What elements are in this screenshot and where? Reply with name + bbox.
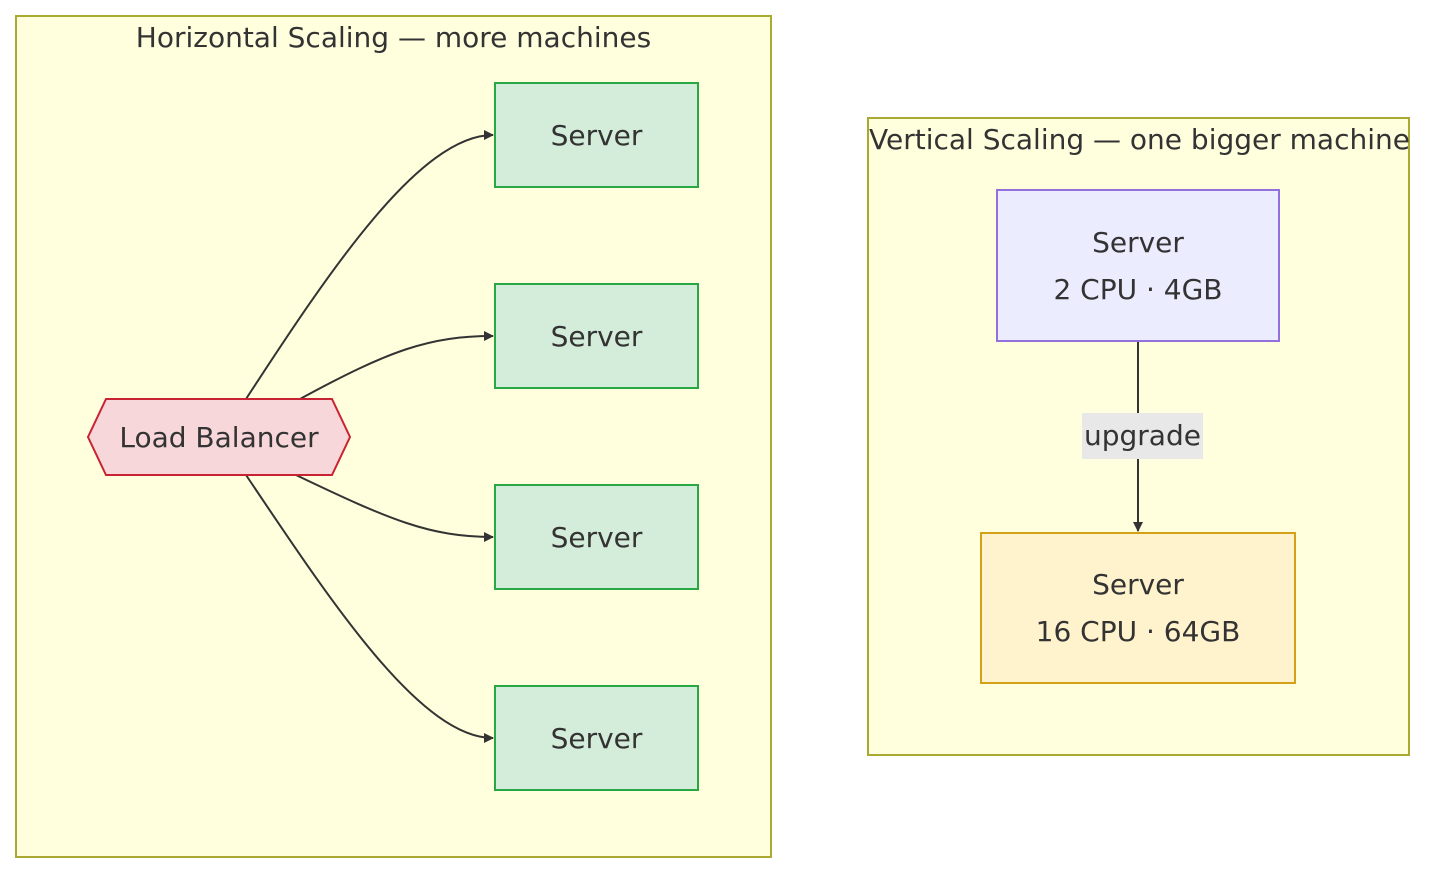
- server-node-4: Server: [494, 685, 699, 791]
- server-label: Server: [550, 721, 643, 755]
- hexagon-shape: [87, 398, 351, 476]
- big-server-name: Server: [1092, 568, 1184, 601]
- server-label: Server: [550, 520, 643, 554]
- load-balancer-node: Load Balancer: [87, 398, 351, 476]
- upgrade-edge-label: upgrade: [1082, 413, 1203, 459]
- horizontal-cluster-title: Horizontal Scaling — more machines: [135, 21, 652, 54]
- server-label: Server: [550, 118, 643, 152]
- small-server-node: Server 2 CPU · 4GB: [996, 189, 1280, 342]
- big-server-spec: 16 CPU · 64GB: [1035, 615, 1241, 648]
- server-label: Server: [550, 319, 643, 353]
- small-server-spec: 2 CPU · 4GB: [1053, 272, 1223, 306]
- big-server-node: Server 16 CPU · 64GB: [980, 532, 1296, 684]
- vertical-cluster-title: Vertical Scaling — one bigger machine: [869, 123, 1410, 156]
- server-node-1: Server: [494, 82, 699, 188]
- server-node-3: Server: [494, 484, 699, 590]
- server-node-2: Server: [494, 283, 699, 389]
- small-server-name: Server: [1092, 225, 1184, 259]
- load-balancer-label: Load Balancer: [119, 420, 319, 454]
